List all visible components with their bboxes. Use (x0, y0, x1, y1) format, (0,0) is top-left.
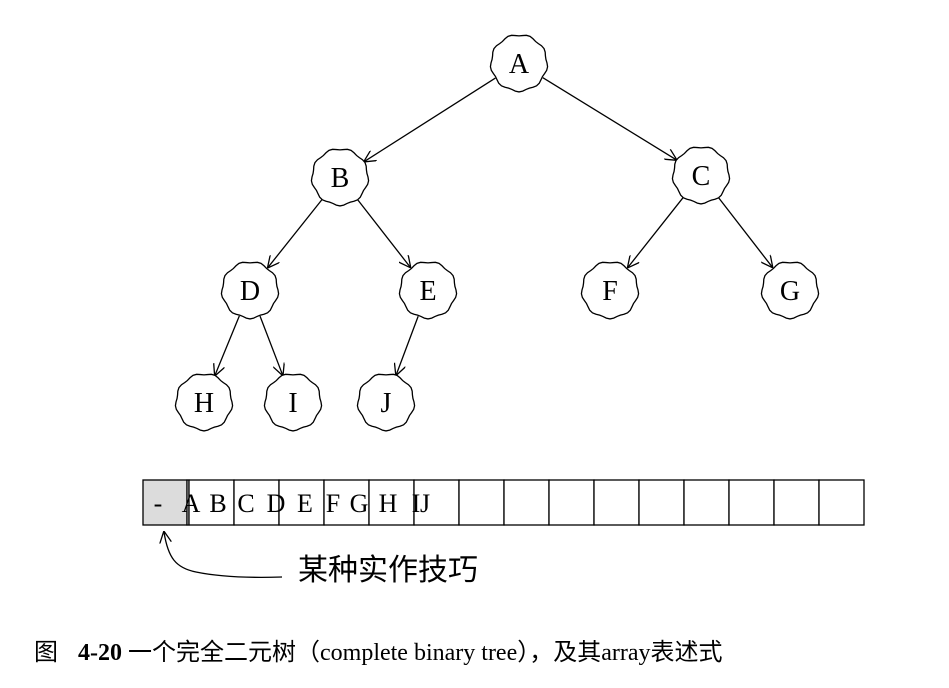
node-circle (580, 261, 640, 320)
array-cell-label: A (182, 489, 201, 518)
array-cell-label: G (350, 489, 369, 518)
node-circle (398, 261, 458, 320)
node-label: I (288, 388, 297, 419)
array-cell-label: D (267, 489, 286, 518)
array-cell-label: E (297, 489, 313, 518)
node-circle (671, 146, 731, 205)
edge-a-b (364, 77, 496, 161)
array-cell (503, 479, 550, 526)
node-label: D (240, 276, 260, 307)
tree-node-a: A (489, 34, 549, 93)
node-label: A (509, 49, 530, 80)
caption-number: 4-20 (78, 640, 122, 666)
array-cell-label: J (420, 489, 430, 518)
array-cell-sentinel (142, 479, 188, 526)
edge-b-d (268, 198, 324, 267)
array-cell-label: F (326, 489, 340, 518)
tree-node-h: H (174, 373, 234, 432)
array-cell (593, 479, 640, 526)
array-cell (638, 479, 685, 526)
edge-a-c (542, 77, 676, 160)
node-circle (263, 373, 323, 432)
tree-node-b: B (310, 148, 370, 207)
array-cell (773, 479, 820, 526)
array-cell-label: B (209, 489, 226, 518)
array-sentinel-label: - (154, 489, 163, 518)
edge-c-f (628, 196, 685, 267)
array-cell (548, 479, 595, 526)
array-cell (368, 479, 415, 526)
array-cell (278, 479, 325, 526)
array-cell (458, 479, 505, 526)
edge-c-g (717, 196, 772, 267)
node-circle (310, 148, 370, 207)
node-label: E (419, 276, 436, 307)
array-cell (233, 479, 280, 526)
edge-d-h (215, 315, 240, 375)
tree-nodes: A B C D E F G H I J (174, 34, 820, 432)
node-circle (489, 34, 549, 93)
array-cell-label: H (379, 489, 398, 518)
edge-e-j (396, 315, 419, 375)
node-circle (174, 373, 234, 432)
node-label: C (692, 161, 711, 192)
tree-node-j: J (356, 373, 416, 432)
node-circle (760, 261, 820, 320)
node-label: B (331, 163, 350, 194)
caption-prefix: 图 (34, 640, 58, 666)
array-cell (188, 479, 235, 526)
tree-node-g: G (760, 261, 820, 320)
node-label: H (194, 388, 214, 419)
array-cell (683, 479, 730, 526)
tree-node-f: F (580, 261, 640, 320)
node-label: F (602, 276, 618, 307)
tree-node-e: E (398, 261, 458, 320)
annotation-label: 某种实作技巧 (298, 554, 478, 587)
node-label: G (780, 276, 800, 307)
tree-node-d: D (220, 261, 280, 320)
array-cell (818, 479, 865, 526)
caption-text: 一个完全二元树（complete binary tree），及其array表述式 (128, 639, 723, 666)
tree-node-c: C (671, 146, 731, 205)
tree-edges (215, 77, 772, 375)
figure-caption: 图 4-20 一个完全二元树（complete binary tree），及其a… (34, 639, 723, 666)
node-circle (356, 373, 416, 432)
array-cell-label: C (237, 489, 254, 518)
node-label: J (381, 388, 392, 419)
annotation-arrow (164, 532, 283, 578)
array-cell-label: I (412, 489, 421, 518)
array-cell (728, 479, 775, 526)
node-circle (220, 261, 280, 320)
edge-b-e (356, 198, 410, 267)
tree-node-i: I (263, 373, 323, 432)
edge-d-i (259, 315, 283, 375)
